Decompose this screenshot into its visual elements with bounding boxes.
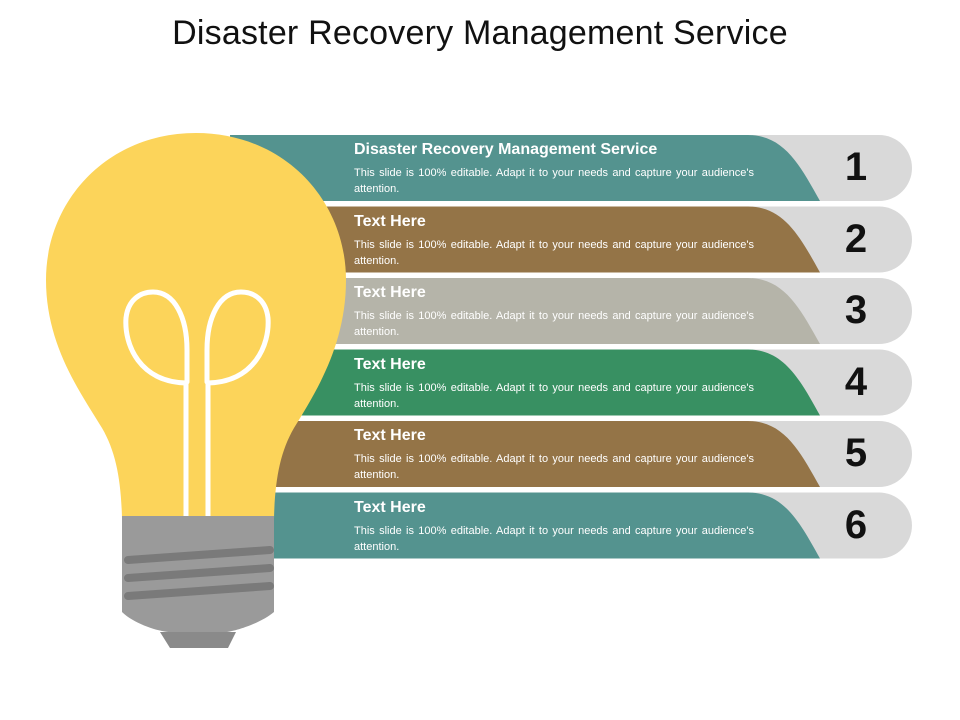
row-band (230, 278, 820, 344)
row-description: This slide is 100% editable. Adapt it to… (354, 167, 754, 195)
row-title: Text Here (354, 212, 426, 230)
row-number: 2 (844, 216, 868, 261)
bulb-base (122, 516, 274, 648)
row-number: 6 (844, 502, 868, 547)
row-description: This slide is 100% editable. Adapt it to… (354, 524, 754, 553)
bulb-filament (123, 289, 271, 521)
row-description: This slide is 100% editable. Adapt it to… (354, 453, 754, 481)
row-title: Disaster Recovery Management Service (354, 141, 658, 158)
row-number: 1 (844, 145, 868, 189)
row-number: 3 (844, 288, 868, 332)
row-band (230, 135, 820, 201)
row-band (230, 492, 820, 559)
page-title: Disaster Recovery Management Service (172, 14, 788, 52)
row-number: 5 (844, 431, 868, 475)
row-description: This slide is 100% editable. Adapt it to… (354, 310, 754, 338)
row-title: Text Here (354, 427, 426, 444)
row-number: 4 (844, 359, 868, 404)
row-band (230, 206, 820, 273)
row-bands (230, 135, 912, 559)
row-title: Text Here (354, 284, 426, 301)
row-description: This slide is 100% editable. Adapt it to… (354, 381, 754, 410)
row-title: Text Here (354, 498, 426, 516)
row-band (230, 349, 820, 416)
row-title: Text Here (354, 355, 426, 373)
lightbulb-icon (46, 133, 346, 648)
row-description: This slide is 100% editable. Adapt it to… (354, 238, 754, 267)
row-band (230, 421, 820, 487)
bulb-glass (46, 133, 346, 518)
